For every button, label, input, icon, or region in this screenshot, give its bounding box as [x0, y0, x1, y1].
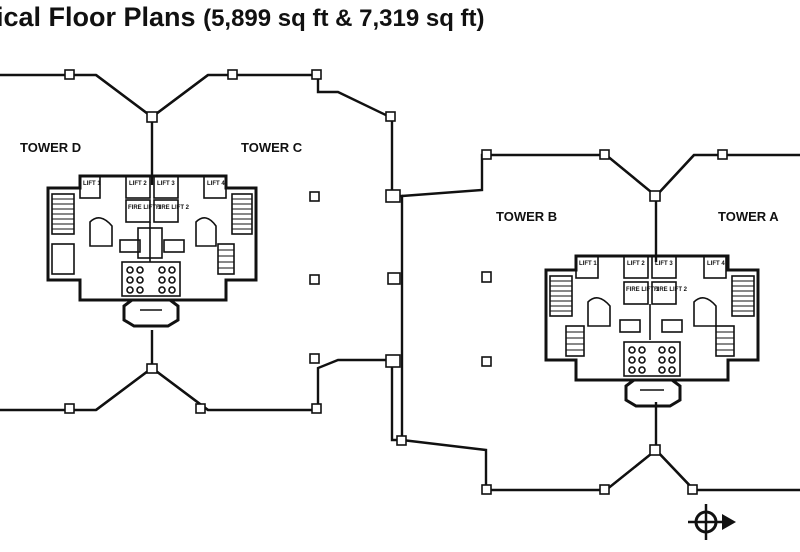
svg-text:FIRE LIFT 2: FIRE LIFT 2: [654, 287, 688, 293]
fire-lift-1-left: [125, 199, 151, 223]
fire-lift-2-right: [651, 281, 677, 305]
lift-4-left: [203, 175, 227, 199]
building-right-columns: [481, 271, 492, 367]
building-left-columns: [309, 191, 401, 364]
lift-4-right: [703, 255, 727, 279]
svg-text:FIRE LIFT 1: FIRE LIFT 1: [626, 287, 660, 293]
tower-c-label: TOWER C: [241, 140, 303, 155]
building-right: LIFT 1 LIFT 2 LIFT 3 LIFT 4 FIRE LIFT 1 …: [396, 149, 800, 495]
tower-b-label: TOWER B: [496, 209, 557, 224]
svg-text:LIFT 3: LIFT 3: [655, 261, 673, 267]
north-arrow-icon: [688, 504, 736, 540]
core-left: LIFT 1 LIFT 2 LIFT 3 LIFT 4 FIRE LIFT 1 …: [46, 174, 258, 328]
svg-text:FIRE LIFT 1: FIRE LIFT 1: [128, 205, 162, 211]
svg-text:LIFT 2: LIFT 2: [129, 181, 147, 187]
lift-2-left: [125, 175, 151, 199]
svg-text:LIFT 2: LIFT 2: [627, 261, 645, 267]
title-main: ical Floor Plans: [0, 2, 196, 32]
building-left-outline: [0, 73, 404, 442]
lift-2-right: [623, 255, 649, 279]
title-areas: (5,899 sq ft & 7,319 sq ft): [203, 5, 485, 32]
building-right-piers: [396, 149, 728, 495]
lift-1-left: [79, 175, 101, 199]
svg-text:LIFT 3: LIFT 3: [157, 181, 175, 187]
svg-text:LIFT 4: LIFT 4: [207, 181, 225, 187]
lift-1-right: [575, 255, 599, 279]
lift-3-left: [153, 175, 179, 199]
tower-d-label: TOWER D: [20, 140, 81, 155]
fire-lift-2-left: [153, 199, 179, 223]
core-right: LIFT 1 LIFT 2 LIFT 3 LIFT 4 FIRE LIFT 1 …: [544, 254, 760, 408]
svg-text:LIFT 4: LIFT 4: [707, 261, 725, 267]
fire-lift-1-right: [623, 281, 649, 305]
building-left-piers: [64, 69, 401, 414]
tower-a-label: TOWER A: [718, 209, 779, 224]
svg-text:LIFT 1: LIFT 1: [579, 261, 597, 267]
lift-3-right: [651, 255, 677, 279]
building-right-outline: [401, 153, 800, 492]
svg-text:FIRE LIFT 2: FIRE LIFT 2: [156, 205, 190, 211]
page-title: ical Floor Plans (5,899 sq ft & 7,319 sq…: [0, 2, 485, 33]
building-left: LIFT 1 LIFT 2 LIFT 3 LIFT 4 FIRE LIFT 1 …: [0, 69, 404, 442]
svg-text:LIFT 1: LIFT 1: [83, 181, 101, 187]
